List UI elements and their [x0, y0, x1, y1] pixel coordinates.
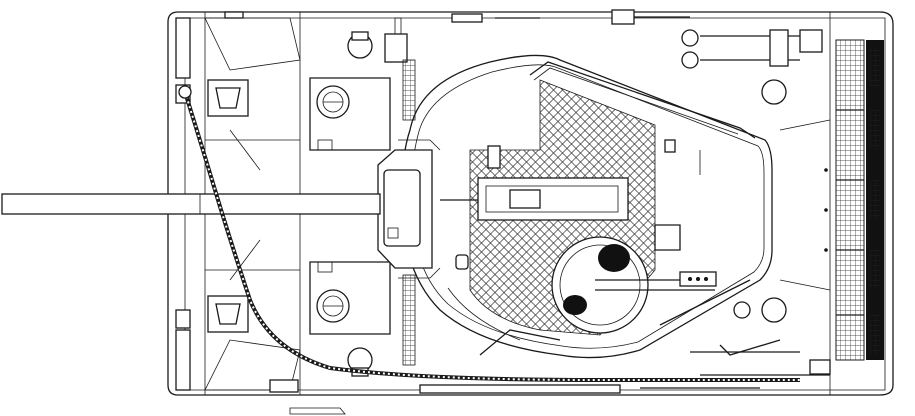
turret-ports: [455, 139, 701, 270]
tow-cable: [178, 85, 800, 382]
glacis-lines: [204, 17, 301, 391]
rivet-lines: [779, 119, 831, 291]
rear-fittings: [681, 29, 831, 376]
front-brackets: [207, 79, 249, 333]
gun-barrel: [1, 193, 381, 215]
bottom-stowage: [269, 379, 760, 415]
gun-mantlet: [377, 139, 441, 279]
gun-breech: [440, 145, 629, 221]
top-stowage: [224, 9, 690, 25]
side-grilles: [402, 59, 416, 366]
hull-outline: [167, 11, 894, 396]
engine-grilles: [835, 39, 884, 361]
commander-cupola: [551, 236, 717, 334]
turret-handrails: [447, 61, 756, 356]
driver-hatch: [309, 77, 391, 151]
codriver-hatch: [309, 261, 391, 335]
